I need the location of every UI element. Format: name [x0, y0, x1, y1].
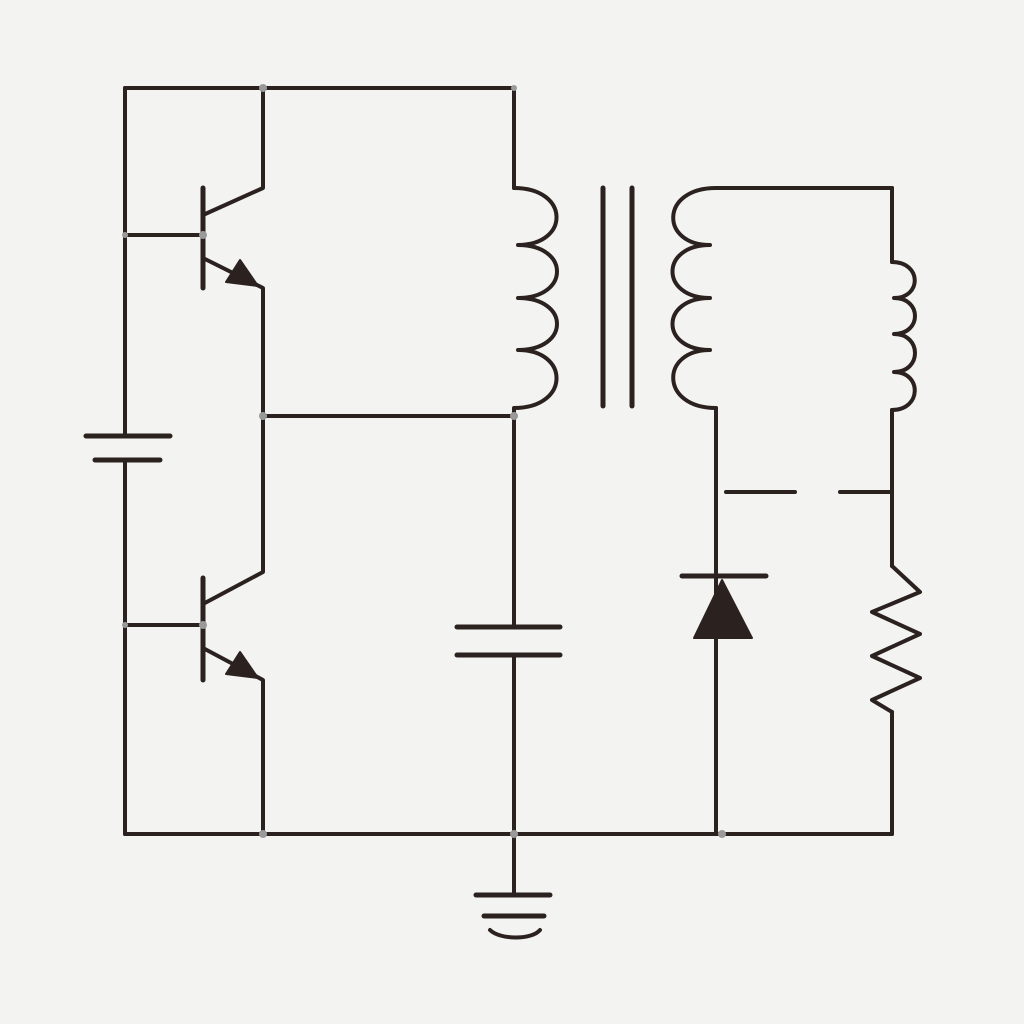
diode-arrow [693, 579, 753, 639]
top-wire [261, 86, 516, 190]
junction-dot [259, 830, 267, 838]
junction-dot [511, 85, 517, 91]
diode [679, 406, 797, 836]
upper-transistor [123, 86, 265, 418]
lower-transistor [123, 414, 265, 836]
output-inductor [838, 186, 917, 568]
junction-dot [259, 84, 267, 92]
junction-dots [122, 84, 726, 838]
junction-dot [122, 622, 128, 628]
capacitor [454, 414, 563, 836]
left-rail [123, 86, 265, 836]
junction-dot [199, 621, 207, 629]
upper-transistor-emitter-arrow [225, 259, 259, 287]
battery [83, 433, 173, 463]
ground [473, 832, 553, 940]
lower-transistor-emitter-arrow [225, 651, 259, 679]
load-resistor [870, 564, 922, 836]
primary-winding [512, 186, 559, 418]
junction-dot [122, 232, 128, 238]
iron-core [600, 185, 635, 409]
junction-dot [259, 412, 267, 420]
secondary-winding [670, 186, 894, 410]
junction-dot [510, 412, 518, 420]
junction-dot [718, 830, 726, 838]
junction-dot [510, 830, 518, 838]
junction-dot [199, 231, 207, 239]
